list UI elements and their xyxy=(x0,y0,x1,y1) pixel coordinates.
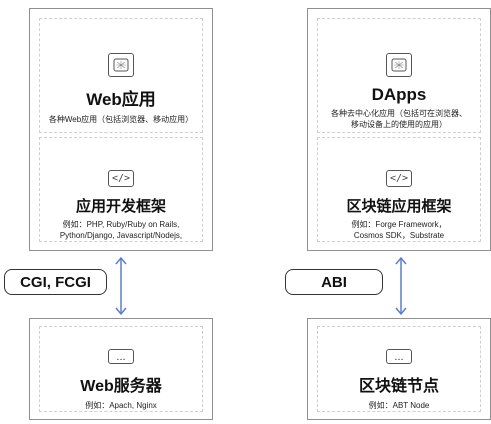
blockchain-framework-desc: 例如：Forge Framework， Cosmos SDK，Substrate xyxy=(351,220,447,240)
right-app-stack: DApps 各种去中心化应用（包括可在浏览器、 移动设备上的使用的应用） </>… xyxy=(307,8,491,251)
web-app-title: Web应用 xyxy=(86,90,156,109)
blockchain-node-stack: ... 区块链节点 例如：ABT Node xyxy=(307,318,491,420)
dapps-box: DApps 各种去中心化应用（包括可在浏览器、 移动设备上的使用的应用） xyxy=(317,18,481,133)
web-server-box: ... Web服务器 例如：Apach, Nginx xyxy=(39,326,203,412)
right-double-arrow xyxy=(395,256,407,316)
left-double-arrow xyxy=(115,256,127,316)
web-app-box: Web应用 各种Web应用（包括浏览器、移动应用） xyxy=(39,18,203,133)
web-server-desc: 例如：Apach, Nginx xyxy=(85,401,157,410)
grid-square-icon xyxy=(108,53,134,77)
blockchain-framework-box: </> 区块链应用框架 例如：Forge Framework， Cosmos S… xyxy=(317,137,481,242)
blockchain-node-box: ... 区块链节点 例如：ABT Node xyxy=(317,326,481,412)
code-brackets-icon: </> xyxy=(108,170,134,187)
left-app-stack: Web应用 各种Web应用（包括浏览器、移动应用） </> 应用开发框架 例如：… xyxy=(29,8,213,251)
web-app-desc: 各种Web应用（包括浏览器、移动应用） xyxy=(48,115,194,124)
web-server-stack: ... Web服务器 例如：Apach, Nginx xyxy=(29,318,213,420)
dapps-title: DApps xyxy=(371,85,427,104)
web-framework-title: 应用开发框架 xyxy=(75,198,166,215)
blockchain-node-title: 区块链节点 xyxy=(358,378,439,395)
blockchain-framework-title: 区块链应用框架 xyxy=(346,198,452,215)
abi-protocol-label: ABI xyxy=(285,269,383,295)
blockchain-node-desc: 例如：ABT Node xyxy=(368,401,430,410)
ellipsis-box-icon: ... xyxy=(108,349,134,364)
grid-square-icon xyxy=(386,53,412,77)
web-framework-box: </> 应用开发框架 例如：PHP, Ruby/Ruby on Rails, P… xyxy=(39,137,203,242)
code-brackets-icon: </> xyxy=(386,170,412,187)
web-framework-desc: 例如：PHP, Ruby/Ruby on Rails, Python/Djang… xyxy=(59,220,183,240)
web-server-title: Web服务器 xyxy=(80,378,162,395)
ellipsis-box-icon: ... xyxy=(386,349,412,364)
cgi-protocol-label: CGI, FCGI xyxy=(4,269,107,295)
dapps-desc: 各种去中心化应用（包括可在浏览器、 移动设备上的使用的应用） xyxy=(331,109,467,129)
